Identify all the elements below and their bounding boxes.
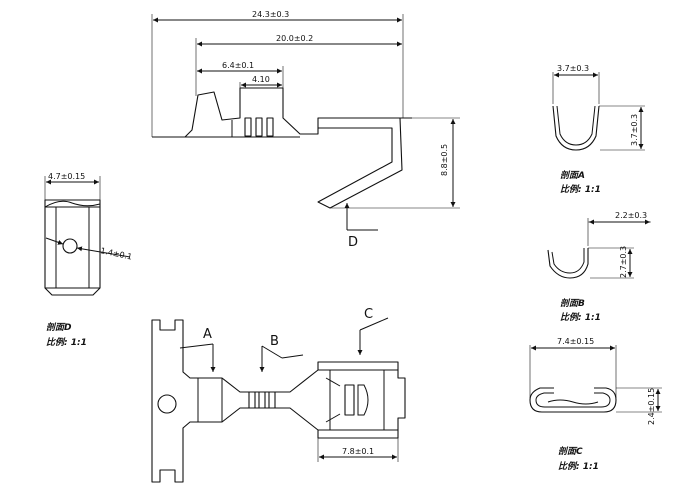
- dim-insulation-length: 6.4±0.1: [222, 61, 254, 70]
- sec-b-width: 2.2±0.3: [615, 211, 647, 220]
- sec-b-height: 2.7±0.3: [619, 246, 628, 278]
- section-d-scale: 比例: 1:1: [46, 337, 87, 348]
- dim-grip-width: 4.10: [252, 75, 270, 84]
- dimension-grip-width: 4.10: [239, 75, 282, 88]
- dimension-height: 8.8±0.5: [330, 117, 460, 209]
- dim-barrel-length: 20.0±0.2: [276, 34, 313, 43]
- sec-a-width: 3.7±0.3: [557, 64, 589, 73]
- end-view-d: [44, 199, 101, 296]
- dimension-barrel-length: 20.0±0.2: [195, 34, 402, 96]
- sec-c-height: 2.4±0.15: [647, 388, 656, 425]
- callout-a: A: [179, 327, 216, 372]
- section-a-scale: 比例: 1:1: [560, 184, 601, 195]
- dimension-overall-length: 24.3±0.3: [151, 10, 404, 137]
- dim-side-width: 4.7±0.15: [48, 172, 85, 181]
- section-a-title: 剖面A: [560, 170, 585, 181]
- section-c: 7.4±0.15 2.4±0.15 剖面C 比例: 1:1: [529, 337, 662, 472]
- section-c-title: 剖面C: [558, 446, 583, 457]
- top-view: [151, 319, 406, 483]
- callout-b: B: [259, 334, 304, 372]
- dimension-receptacle-length: 7.8±0.1: [317, 438, 399, 462]
- side-view: [152, 87, 412, 209]
- section-d-title: 剖面D: [46, 322, 72, 333]
- sec-a-height: 3.7±0.3: [630, 114, 639, 146]
- callout-b-label: B: [270, 334, 279, 349]
- section-b-scale: 比例: 1:1: [560, 312, 601, 323]
- dim-height: 8.8±0.5: [440, 144, 449, 176]
- dimension-side-width: 4.7±0.15: [44, 172, 101, 200]
- section-b-title: 剖面B: [560, 298, 585, 309]
- dim-hole: 1.4±0.1: [100, 246, 133, 261]
- callout-c: C: [357, 307, 389, 355]
- dim-receptacle-length: 7.8±0.1: [342, 447, 374, 456]
- dimension-insulation-length: 6.4±0.1: [197, 61, 284, 88]
- section-d-caption: 剖面D 比例: 1:1: [46, 322, 87, 348]
- callout-c-label: C: [364, 307, 373, 322]
- callout-d: D: [344, 203, 378, 250]
- sec-c-width: 7.4±0.15: [557, 337, 594, 346]
- section-c-scale: 比例: 1:1: [558, 461, 599, 472]
- section-a: 3.7±0.3 3.7±0.3 剖面A 比例: 1:1: [552, 64, 645, 195]
- callout-d-label: D: [348, 235, 358, 250]
- section-b: 2.2±0.3 2.7±0.3 剖面B 比例: 1:1: [547, 211, 651, 323]
- dim-overall-length: 24.3±0.3: [252, 10, 289, 19]
- callout-a-label: A: [203, 327, 212, 342]
